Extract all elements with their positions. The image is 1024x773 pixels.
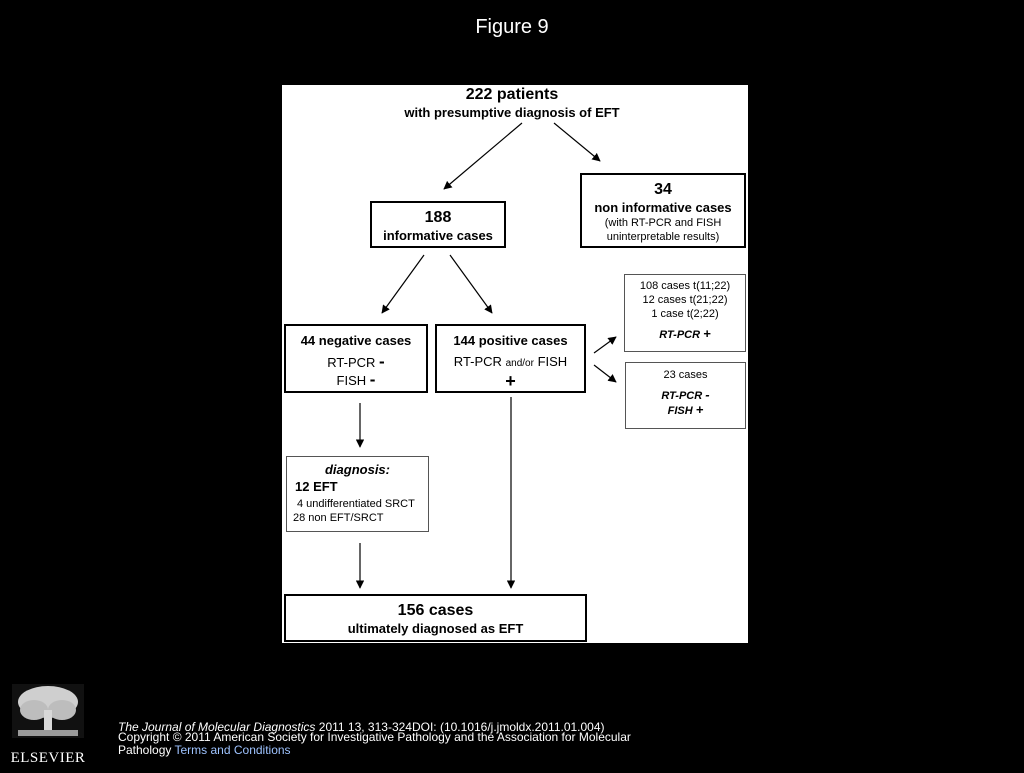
publisher-name: ELSEVIER: [10, 750, 86, 766]
noninformative-count: 34: [654, 181, 672, 198]
positive-fish: FISH: [537, 354, 568, 369]
copyright-line: Copyright © 2011 American Society for In…: [118, 731, 678, 757]
positive-method: RT-PCR and/or FISH: [437, 353, 584, 372]
negative-rtpcr-label: RT-PCR: [327, 355, 376, 370]
negative-title: 44 negative cases: [300, 333, 412, 348]
tree-icon: [12, 684, 84, 738]
diagnosis-box: diagnosis: 12 EFT 4 undifferentiated SRC…: [286, 456, 429, 532]
positive-andor: and/or: [505, 358, 534, 369]
cases-23-fish-sign: +: [695, 402, 704, 417]
flow-arrows: [355, 122, 617, 589]
noninformative-note-1: (with RT-PCR and FISH: [604, 217, 722, 229]
translocations-method: RT-PCR +: [625, 327, 745, 342]
cases-23-title: 23 cases: [663, 369, 708, 381]
citation-footer: The Journal of Molecular Diagnostics 201…: [118, 721, 678, 757]
translocations-box: 108 cases t(11;22) 12 cases t(21;22) 1 c…: [624, 274, 746, 352]
negative-fish-sign: -: [369, 370, 376, 389]
cases-23-rtpcr: RT-PCR -: [626, 388, 745, 403]
arrow-to-positive: [449, 254, 493, 314]
positive-title: 144 positive cases: [453, 333, 568, 348]
arrow-to-informative: [443, 122, 523, 190]
cases-23-rtpcr-sign: -: [705, 387, 710, 402]
translocation-t2-22: 1 case t(2;22): [651, 308, 719, 320]
informative-count: 188: [424, 209, 452, 226]
cases-23-fish-label: FISH: [667, 405, 693, 417]
diagnosis-eft: 12 EFT: [295, 479, 338, 494]
negative-box: 44 negative cases RT-PCR - FISH -: [284, 324, 428, 393]
noninformative-note-2: uninterpretable results): [606, 231, 720, 243]
arrow-to-23-cases: [593, 364, 617, 383]
final-label: ultimately diagnosed as EFT: [347, 621, 524, 636]
arrow-to-negative: [381, 254, 425, 314]
flowchart-panel: 222 patients with presumptive diagnosis …: [282, 85, 748, 643]
negative-fish-label: FISH: [336, 373, 367, 388]
final-box: 156 cases ultimately diagnosed as EFT: [284, 594, 587, 642]
positive-sign: +: [505, 371, 516, 391]
negative-rtpcr-sign: -: [379, 352, 385, 371]
diagnosis-undifferentiated: 4 undifferentiated SRCT: [297, 498, 415, 510]
figure-title: Figure 9: [475, 16, 549, 38]
elsevier-logo: ELSEVIER: [8, 680, 88, 768]
patients-description: with presumptive diagnosis of EFT: [404, 105, 620, 120]
translocation-t11-22: 108 cases t(11;22): [639, 280, 731, 292]
patients-count: 222 patients: [465, 86, 559, 103]
translocations-rtpcr: RT-PCR: [659, 329, 701, 341]
negative-fish: FISH -: [286, 371, 426, 389]
informative-label: informative cases: [383, 228, 493, 243]
noninformative-label: non informative cases: [594, 200, 732, 215]
copyright-text: Copyright © 2011 American Society for In…: [118, 730, 631, 757]
terms-link[interactable]: Terms and Conditions: [174, 743, 291, 757]
noninformative-box: 34 non informative cases (with RT-PCR an…: [580, 173, 746, 248]
informative-box: 188 informative cases: [370, 201, 506, 248]
diagnosis-title: diagnosis:: [324, 462, 390, 477]
arrow-to-translocations: [593, 336, 617, 354]
cases-23-rtpcr-label: RT-PCR: [661, 390, 703, 402]
final-count: 156 cases: [397, 602, 474, 619]
cases-23-fish: FISH +: [626, 403, 745, 418]
translocation-t21-22: 12 cases t(21;22): [642, 294, 728, 306]
translocations-sign: +: [703, 326, 711, 341]
patients-label: 222 patients with presumptive diagnosis …: [382, 85, 642, 121]
diagnosis-non-eft: 28 non EFT/SRCT: [293, 512, 384, 524]
journal-name: The Journal of Molecular Diagnostics: [118, 720, 316, 734]
negative-rtpcr: RT-PCR -: [286, 353, 426, 371]
positive-rtpcr: RT-PCR: [453, 354, 502, 369]
citation-line: The Journal of Molecular Diagnostics 201…: [118, 721, 605, 734]
arrow-to-noninformative: [553, 122, 601, 162]
positive-box: 144 positive cases RT-PCR and/or FISH +: [435, 324, 586, 393]
cases-23-box: 23 cases RT-PCR - FISH +: [625, 362, 746, 429]
citation-text: 2011 13, 313-324DOI: (10.1016/j.jmoldx.2…: [315, 720, 605, 734]
